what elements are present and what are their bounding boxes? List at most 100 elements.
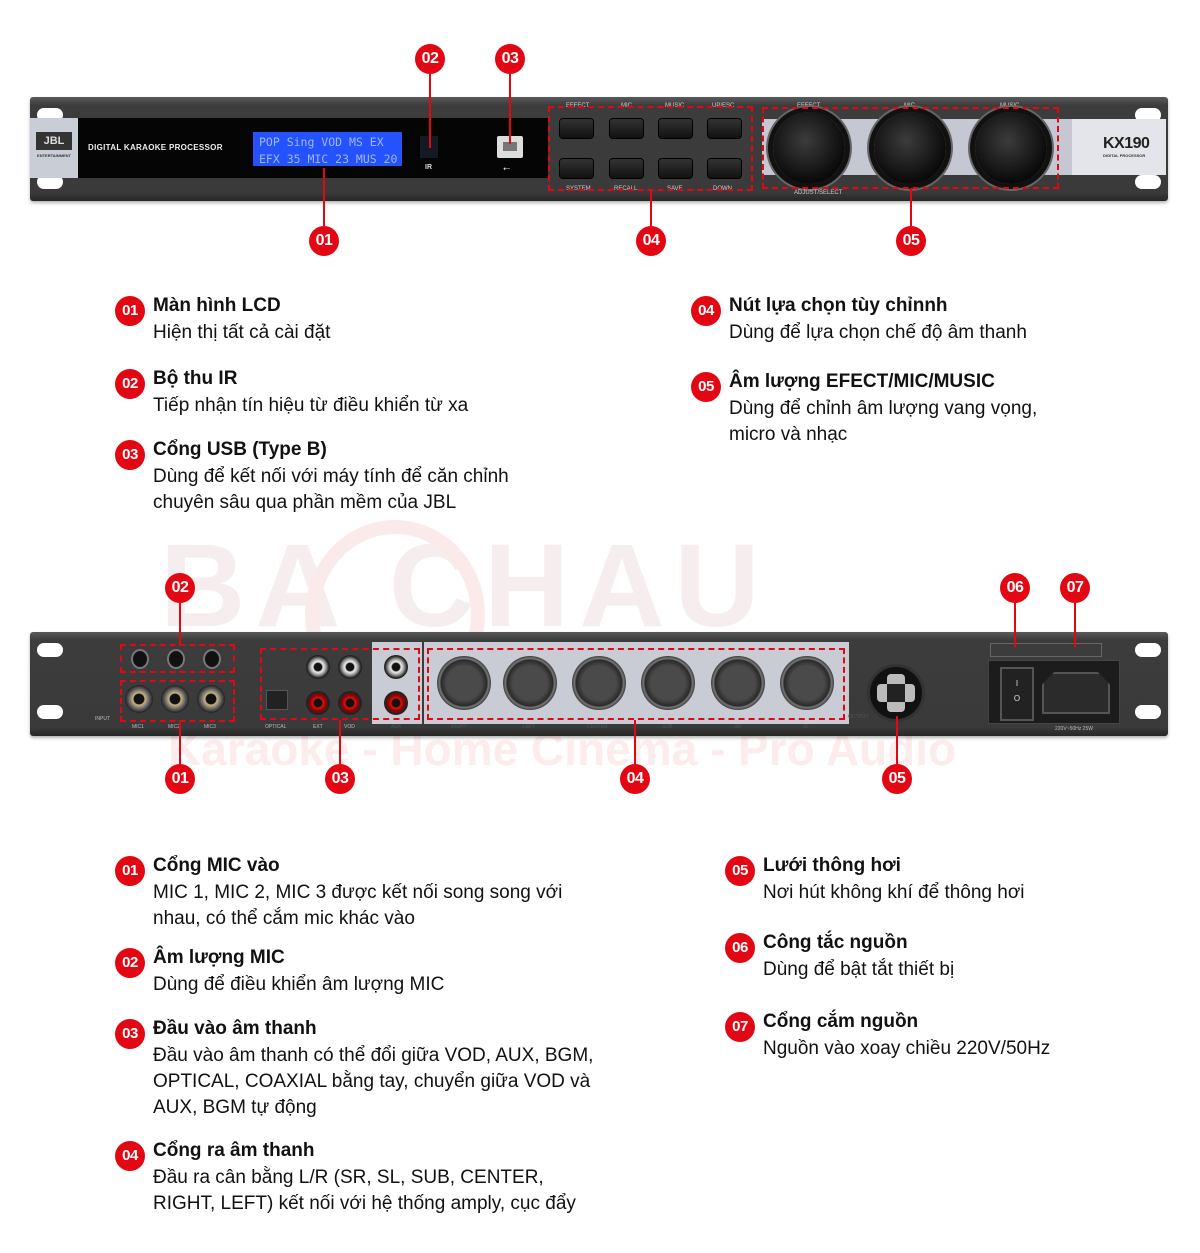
- item-title: Nút lựa chọn tùy chỉnnh: [729, 295, 948, 316]
- mic-input-highlight: [120, 680, 235, 722]
- output-plate: [424, 642, 849, 724]
- callout-badge: 04: [620, 764, 650, 794]
- item-description: Nơi hút không khí để thông hơi: [763, 882, 1025, 903]
- item-number-badge: 05: [725, 856, 755, 886]
- rack-ear-hole: [1135, 108, 1161, 122]
- item-description: Dùng để chỉnh âm lượng vang vọng, micro …: [729, 398, 1038, 445]
- audio-input-highlight: [260, 648, 420, 720]
- jbl-logo: JBL ENTERTAINMENT: [30, 118, 78, 178]
- system-button[interactable]: [560, 159, 593, 178]
- knob-sub-label: ADJUST/SELECT: [794, 190, 843, 196]
- input-port-label: AUX: [391, 724, 402, 730]
- item-number-badge: 01: [115, 296, 145, 326]
- rack-ear-hole: [37, 175, 63, 189]
- sr-output-xlr[interactable]: [711, 656, 765, 710]
- usb-icon: ⭠: [503, 163, 511, 173]
- power-switch[interactable]: I O: [1000, 667, 1034, 721]
- mic1-jack[interactable]: [125, 685, 153, 713]
- mic3-volume-knob[interactable]: [203, 649, 221, 669]
- item-description: Hiện thị tất cả cài đặt: [153, 322, 331, 343]
- item-number-badge: 05: [691, 372, 721, 402]
- rack-ear-hole: [37, 643, 63, 657]
- item-number-badge: 02: [115, 369, 145, 399]
- aux-rca-left[interactable]: [384, 655, 408, 679]
- iec-power-socket[interactable]: [1042, 672, 1110, 714]
- vod-rca-right[interactable]: [338, 691, 362, 715]
- save-button[interactable]: [659, 159, 692, 178]
- mic3-jack[interactable]: [197, 685, 225, 713]
- input-port-label: OPTICAL: [265, 724, 287, 730]
- down-button[interactable]: [708, 159, 741, 178]
- item-title: Cổng cắm nguồn: [763, 1011, 919, 1032]
- callout-badge: 07: [1060, 573, 1090, 603]
- item-title: Cổng ra âm thanh: [153, 1140, 315, 1161]
- mic2-jack[interactable]: [161, 685, 189, 713]
- knob-label: MUSIC: [1000, 103, 1020, 109]
- output-port-label: CENTER: [587, 724, 608, 730]
- mic2-volume-knob[interactable]: [167, 649, 185, 669]
- lcd-line-2: EFX 35 MIC 23 MUS 20: [259, 152, 398, 166]
- effect-button[interactable]: [560, 119, 593, 138]
- music-knob[interactable]: [975, 112, 1047, 184]
- item-number-badge: 01: [115, 856, 145, 886]
- output-port-label: SL: [803, 724, 810, 730]
- item-title: Công tắc nguồn: [763, 932, 908, 953]
- buttons-highlight: [548, 106, 753, 191]
- item-description: Đầu vào âm thanh có thể đổi giữa VOD, AU…: [153, 1045, 594, 1118]
- item-number-badge: 07: [725, 1012, 755, 1042]
- callout-badge: 03: [325, 764, 355, 794]
- item-title: Đầu vào âm thanh: [153, 1018, 317, 1039]
- recall-button[interactable]: [610, 159, 643, 178]
- audio-output-highlight: [427, 648, 845, 720]
- rack-ear-hole: [1135, 175, 1161, 189]
- power-rating-label: 220V~50Hz 25W: [1055, 726, 1093, 732]
- mic1-volume-knob[interactable]: [131, 649, 149, 669]
- knob-label: EFFECT: [797, 103, 821, 109]
- knob-label: MIC: [904, 103, 915, 109]
- model-label: KX190: [1103, 135, 1150, 152]
- mic-volume-highlight: [120, 644, 235, 673]
- effect-knob[interactable]: [773, 112, 845, 184]
- item-description: Đầu ra cân bằng L/R (SR, SL, SUB, CENTER…: [153, 1167, 576, 1214]
- output-label: OUTPUT: [848, 714, 869, 720]
- music-button[interactable]: [659, 119, 692, 138]
- warning-label: [990, 643, 1102, 657]
- sub-output-xlr[interactable]: [641, 656, 695, 710]
- ext-rca-right[interactable]: [306, 691, 330, 715]
- mic-knob[interactable]: [874, 112, 946, 184]
- mic-button[interactable]: [610, 119, 643, 138]
- rack-ear-hole: [1135, 643, 1161, 657]
- mic-label: MIC3: [204, 724, 216, 730]
- item-title: Lưới thông hơi: [763, 855, 901, 876]
- item-number-badge: 04: [691, 296, 721, 326]
- aux-rca-right[interactable]: [384, 691, 408, 715]
- item-title: Cổng MIC vào: [153, 855, 280, 876]
- left-output-xlr[interactable]: [503, 656, 557, 710]
- output-port-label: SUB: [662, 724, 673, 730]
- output-port-label: RIGHT: [451, 724, 467, 730]
- ext-rca-left[interactable]: [306, 655, 330, 679]
- input-label: INPUT: [95, 716, 110, 722]
- item-title: Bộ thu IR: [153, 368, 238, 389]
- usb-port[interactable]: [497, 136, 523, 158]
- mic-label: MIC1: [132, 724, 144, 730]
- vod-rca-left[interactable]: [338, 655, 362, 679]
- item-title: Âm lượng EFECT/MIC/MUSIC: [729, 371, 995, 392]
- callout-badge: 05: [882, 764, 912, 794]
- input-port-label: EXT: [313, 724, 323, 730]
- item-description: Dùng để kết nối với máy tính để căn chỉn…: [153, 466, 509, 513]
- input-port-label: VOD: [344, 724, 355, 730]
- optical-input[interactable]: [266, 690, 288, 710]
- right-output-xlr[interactable]: [437, 656, 491, 710]
- callout-badge: 04: [636, 226, 666, 256]
- center-output-xlr[interactable]: [572, 656, 626, 710]
- item-number-badge: 04: [115, 1141, 145, 1171]
- sl-output-xlr[interactable]: [780, 656, 834, 710]
- model-sub-label: DIGITAL PROCESSOR: [1103, 153, 1146, 158]
- callout-badge: 06: [1000, 573, 1030, 603]
- knobs-highlight: [762, 107, 1059, 189]
- up-esc-button[interactable]: [708, 119, 741, 138]
- jbl-logo-text: JBL: [36, 132, 72, 150]
- rack-ear-hole: [37, 705, 63, 719]
